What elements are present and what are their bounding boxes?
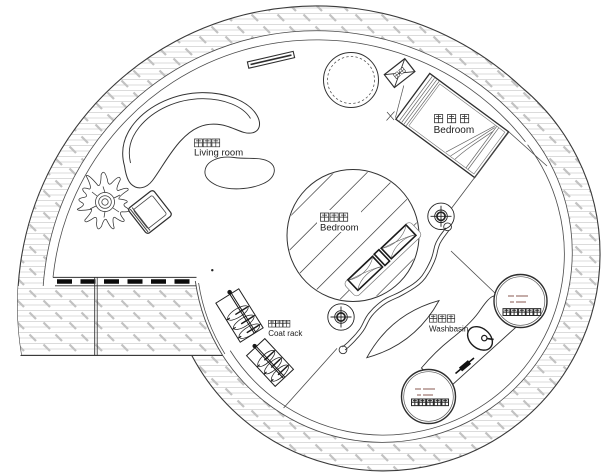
svg-text:Living room: Living room (194, 148, 243, 159)
svg-text:Bedroom: Bedroom (320, 223, 359, 234)
svg-text:Washbasin: Washbasin (429, 325, 468, 334)
svg-text:Bedroom: Bedroom (434, 125, 475, 136)
svg-text:Coat rack: Coat rack (268, 329, 303, 338)
